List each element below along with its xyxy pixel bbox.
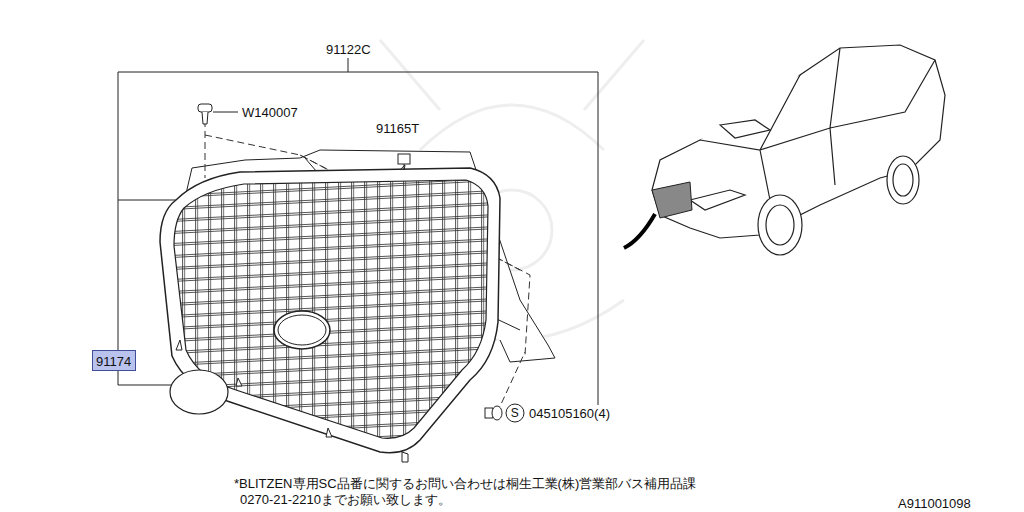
grille-emblem-mount	[274, 311, 330, 349]
part-number: W140007	[242, 105, 298, 120]
nut	[398, 154, 410, 170]
part-number: 045105160(4)	[529, 406, 610, 421]
group-number: 91122C	[326, 42, 371, 57]
clip	[198, 104, 212, 124]
grille-frame	[160, 168, 500, 453]
diagram-id: A911001098	[898, 496, 971, 511]
car-illustration	[652, 45, 945, 255]
pointer-arrow	[624, 214, 655, 248]
standard-part-symbol	[506, 404, 524, 422]
part-number-box: 91174	[92, 350, 136, 371]
emblem	[170, 370, 228, 414]
note-text: 0270-21-2210までお願い致します。	[240, 492, 451, 507]
note-text: *BLITZEN専用SC品番に関するお問い合わせは桐生工業(株)営業部バス補用品…	[234, 476, 696, 491]
car-grille	[652, 182, 692, 218]
grille-emblem-mount	[278, 315, 326, 345]
screw	[485, 406, 502, 420]
callout-number: 91174	[96, 354, 131, 369]
part-number: 91165T	[376, 121, 419, 136]
symbol-letter: S	[511, 406, 519, 421]
